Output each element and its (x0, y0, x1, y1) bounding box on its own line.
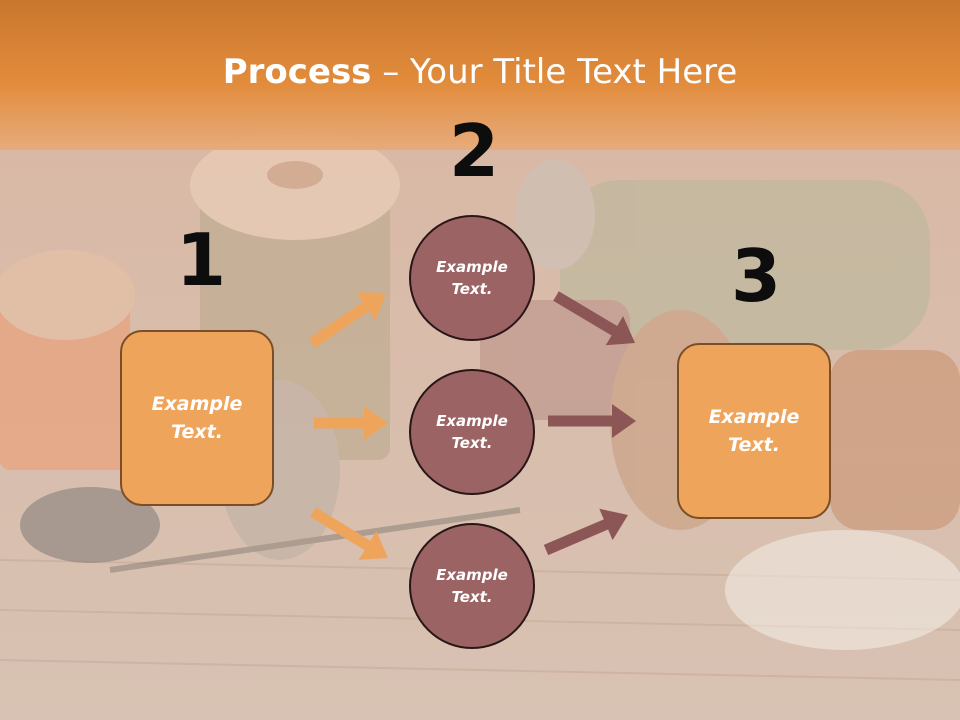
title-bold: Process (222, 52, 372, 92)
step-number-3: 3 (731, 234, 782, 318)
step-number-1: 1 (176, 218, 227, 302)
step-3-box: Example Text. (677, 343, 831, 519)
arrow-circle-middle-to-box3 (548, 404, 636, 438)
title-rest: – Your Title Text Here (371, 52, 738, 92)
step-3-text: Example Text. (708, 405, 800, 457)
circle-top: Example Text. (409, 215, 535, 341)
circle-bottom-text: Example Text. (436, 565, 508, 607)
step-number-2: 2 (449, 109, 500, 193)
circle-middle: Example Text. (409, 369, 535, 495)
step-1-text: Example Text. (151, 392, 243, 444)
circle-middle-text: Example Text. (436, 411, 508, 453)
arrow-box1-to-circle-bottom (310, 507, 388, 560)
arrow-circle-top-to-box3 (553, 291, 635, 346)
circle-top-text: Example Text. (436, 257, 508, 299)
circle-bottom: Example Text. (409, 523, 535, 649)
slide-title: Process – Your Title Text Here (0, 52, 960, 92)
arrow-box1-to-circle-top (308, 292, 386, 348)
step-1-box: Example Text. (120, 330, 274, 506)
arrow-box1-to-circle-middle (314, 406, 388, 440)
arrow-circle-bottom-to-box3 (543, 508, 628, 556)
